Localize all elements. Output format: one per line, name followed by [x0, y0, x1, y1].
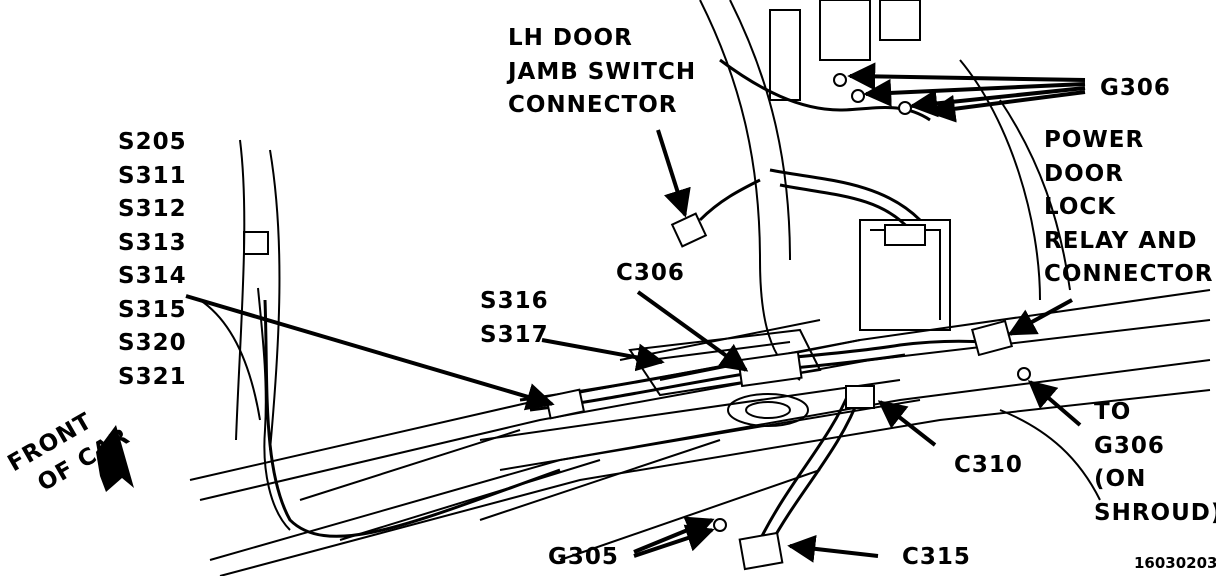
splice-mid-label: S316 S317: [480, 288, 549, 348]
splice-list-label: S205 S311 S312 S313 S314 S315 S320 S321: [118, 129, 187, 390]
g306-shroud-ground: [1017, 367, 1031, 381]
connectors: [544, 73, 1031, 571]
c306-connector: [737, 350, 803, 388]
c315-label: C315: [902, 544, 971, 570]
g306-ground-1: [833, 73, 847, 87]
lh-door-jamb-switch-label: LH DOOR JAMB SWITCH CONNECTOR: [508, 25, 697, 118]
c310-label: C310: [954, 452, 1023, 478]
lh-door-jamb-switch-connector: [670, 212, 708, 248]
g305-ground: [713, 518, 727, 532]
g306-label: G306: [1100, 75, 1171, 101]
g305-label: G305: [548, 544, 619, 570]
to-g306-label: TO G306 (ON SHROUD): [1094, 399, 1216, 526]
power-door-lock-relay-label: POWER DOOR LOCK RELAY AND CONNECTOR: [1044, 127, 1214, 287]
front-of-car-arrow: [96, 425, 134, 492]
c310-connector: [845, 385, 875, 409]
power-door-lock-relay-connector: [970, 319, 1014, 357]
power-door-lock-relay: [884, 224, 926, 246]
c306-label: C306: [616, 260, 685, 286]
g306-ground-2: [851, 89, 865, 103]
c315-connector: [738, 531, 784, 571]
g306-ground-3: [898, 101, 912, 115]
figure-number: 16030203: [1134, 554, 1216, 572]
wiring-harness: [263, 58, 1011, 546]
leader-arrows: [185, 62, 1086, 563]
